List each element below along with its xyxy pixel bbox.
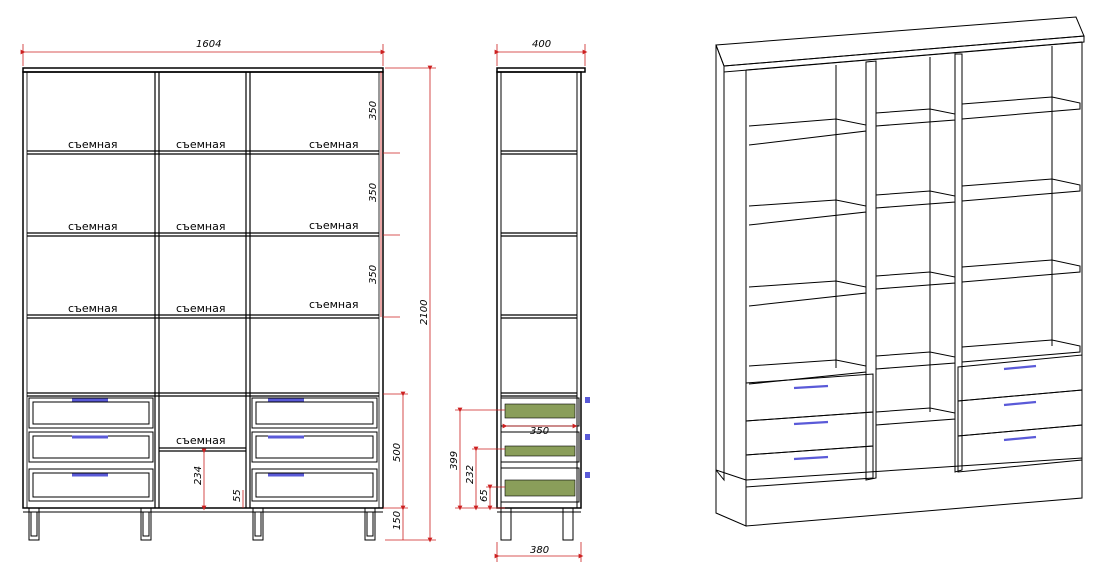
dim-section-label: 350 — [368, 183, 379, 202]
side-dimensions — [455, 44, 588, 562]
side-body — [496, 71, 582, 509]
dim-depth-bottom-label: 380 — [530, 545, 549, 556]
handle-icon — [793, 384, 829, 390]
iso-handles — [793, 364, 1037, 461]
removable-shelf-label: съемная — [176, 220, 225, 233]
dim-height-label: 2100 — [419, 300, 430, 325]
dim-drawer-offset-label: 65 — [479, 489, 490, 502]
dim-drawer-offset-label: 399 — [449, 451, 460, 470]
handle-icon — [1003, 364, 1037, 371]
isometric-view — [715, 16, 1085, 527]
removable-shelf-label: съемная — [309, 219, 358, 232]
front-dimensions — [20, 44, 436, 543]
iso-plinth — [745, 457, 1083, 527]
drawer-box — [504, 479, 576, 497]
dim-drawer-block-label: 500 — [392, 443, 403, 462]
drawer-box — [504, 445, 576, 457]
removable-shelf-label: съемная — [68, 138, 117, 151]
side-drawer — [500, 467, 580, 503]
handle-icon — [1003, 435, 1037, 442]
dim-niche-height-label: 234 — [193, 466, 204, 485]
removable-shelf-label: съемная — [68, 302, 117, 315]
side-leg — [500, 507, 512, 541]
handle-icon — [585, 397, 590, 403]
removable-shelf-label: съемная — [309, 138, 358, 151]
side-drawer — [500, 431, 580, 463]
removable-shelf-label: съемная — [309, 298, 358, 311]
drawer-box — [504, 403, 576, 419]
handle-icon — [1003, 400, 1037, 407]
side-handles — [585, 397, 590, 478]
iso-shelves — [748, 46, 1081, 426]
front-handles — [72, 398, 304, 477]
dim-section-label: 350 — [368, 265, 379, 284]
front-drawers-left — [28, 397, 154, 502]
removable-shelf-labels: съемная съемная съемная съемная съемная … — [68, 138, 358, 447]
side-shelves — [501, 150, 577, 397]
dim-drawer-depth-label: 350 — [530, 426, 549, 437]
removable-shelf-label: съемная — [176, 434, 225, 447]
dim-drawer-offset-label: 232 — [465, 465, 476, 484]
removable-shelf-label: съемная — [176, 138, 225, 151]
handle-icon — [585, 434, 590, 440]
iso-plinth-side — [715, 469, 747, 527]
handle-icon — [585, 472, 590, 478]
removable-shelf-label: съемная — [176, 302, 225, 315]
iso-drawers-left — [745, 373, 874, 488]
dim-depth-top-label: 400 — [532, 39, 551, 50]
dim-width-label: 1604 — [196, 39, 221, 50]
front-drawers-right — [251, 397, 378, 502]
handle-icon — [793, 455, 829, 461]
removable-shelf-label: съемная — [68, 220, 117, 233]
iso-top — [715, 16, 1085, 67]
side-view — [496, 67, 586, 541]
iso-drawers-right — [957, 354, 1083, 473]
dim-niche-bottom-label: 55 — [232, 489, 243, 502]
side-drawer-boxes — [504, 403, 576, 497]
dim-section-label: 350 — [368, 101, 379, 120]
dim-plinth-label: 150 — [392, 511, 403, 530]
handle-icon — [793, 420, 829, 426]
front-legs — [28, 507, 376, 541]
side-leg — [562, 507, 574, 541]
iso-left-side — [715, 44, 725, 482]
